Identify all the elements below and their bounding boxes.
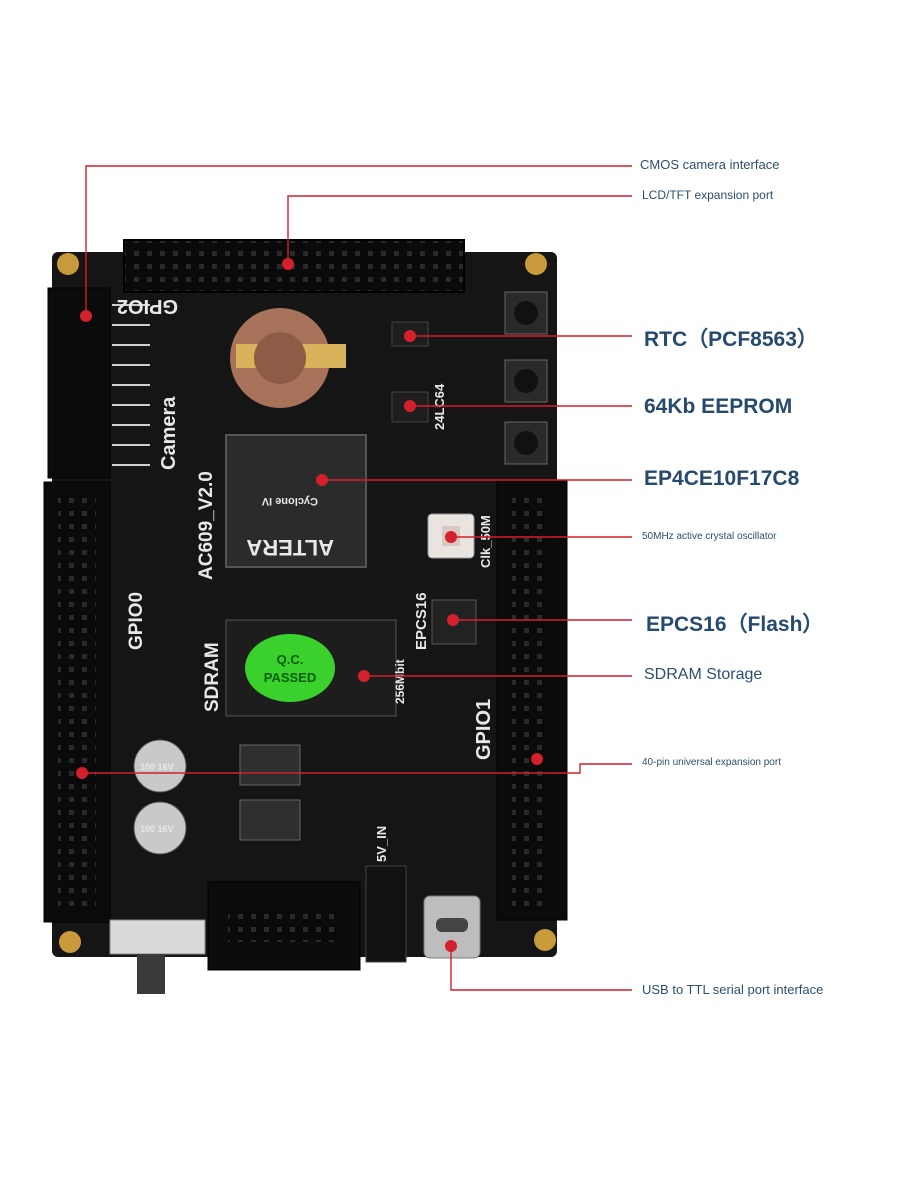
- cap2-label: 100 16V: [140, 824, 174, 834]
- silk-5v-in: 5V_IN: [374, 826, 389, 862]
- gpio2-header: [123, 239, 465, 293]
- cap1-label: 100 16V: [140, 762, 174, 772]
- callout-fpga-label: EP4CE10F17C8: [644, 467, 800, 490]
- silk-fpga-family: Cyclone IV: [261, 495, 318, 507]
- silk-fpga-brand: ALTERA: [246, 535, 334, 560]
- rtc-battery-center: [254, 332, 306, 384]
- dot-eeprom: [404, 400, 416, 412]
- callout-osc-label: 50MHz active crystal oscillator: [642, 531, 777, 542]
- dot-gpio40-left: [76, 767, 88, 779]
- dot-lcd: [282, 258, 294, 270]
- callout-lcd-label: LCD/TFT expansion port: [642, 188, 774, 202]
- mount-hole-tr: [525, 253, 547, 275]
- capacitor-1: [133, 739, 187, 793]
- callout-gpio40-label: 40-pin universal expansion port: [642, 757, 781, 768]
- dot-cmos: [80, 310, 92, 322]
- dot-fpga: [316, 474, 328, 486]
- power-switch: [109, 919, 206, 955]
- callout-sdram-label: SDRAM Storage: [644, 666, 763, 683]
- silk-gpio2: GPIO2: [117, 295, 178, 317]
- gpio1-pins: [512, 490, 550, 910]
- regulator-1: [239, 744, 301, 786]
- push-buttons: [504, 291, 548, 465]
- leader-lines: [82, 165, 632, 991]
- qc-sticker: [245, 634, 335, 702]
- mount-hole-tl: [57, 253, 79, 275]
- dot-gpio40-right: [531, 753, 543, 765]
- dot-rtc: [404, 330, 416, 342]
- silk-camera: Camera: [158, 396, 180, 470]
- leader-usb: [450, 946, 632, 991]
- qc-line2: PASSED: [264, 670, 317, 685]
- callout-usb-label: USB to TTL serial port interface: [642, 982, 824, 997]
- fpga-chip: [225, 434, 367, 568]
- callout-dots: [76, 258, 543, 952]
- callout-flash-label: EPCS16（Flash）: [646, 613, 824, 636]
- dot-flash: [447, 614, 459, 626]
- capacitor-2: [133, 801, 187, 855]
- camera-pins: [112, 304, 150, 466]
- silk-gpio1: GPIO1: [473, 699, 495, 760]
- leader-lcd: [287, 195, 632, 264]
- mount-hole-bl: [59, 931, 81, 953]
- silk-sdram-size: 256Mbit: [393, 659, 407, 704]
- gpio0-pins: [58, 492, 96, 912]
- leader-gpio40: [82, 763, 632, 774]
- callout-rtc-label: RTC（PCF8563）: [644, 328, 818, 351]
- power-switch-knob: [137, 954, 165, 994]
- silk-model: AC609_V2.0: [196, 471, 217, 580]
- qc-line1: Q.C.: [277, 652, 304, 667]
- callout-cmos-label: CMOS camera interface: [640, 157, 780, 172]
- leader-cmos: [85, 165, 632, 316]
- silk-sdram: SDRAM: [202, 642, 223, 712]
- dot-osc: [445, 531, 457, 543]
- dot-usb: [445, 940, 457, 952]
- usb-c-opening: [436, 918, 468, 932]
- jtag-pins: [228, 910, 338, 942]
- regulator-2: [239, 799, 301, 841]
- silk-clk: Clk_50M: [478, 515, 493, 568]
- silk-epcs: EPCS16: [413, 592, 430, 650]
- silk-gpio0: GPIO0: [126, 592, 147, 650]
- camera-header: [47, 287, 111, 479]
- callout-eeprom-label: 64Kb EEPROM: [644, 395, 793, 418]
- dc-jack: [365, 865, 407, 963]
- mount-hole-br: [534, 929, 556, 951]
- dot-sdram: [358, 670, 370, 682]
